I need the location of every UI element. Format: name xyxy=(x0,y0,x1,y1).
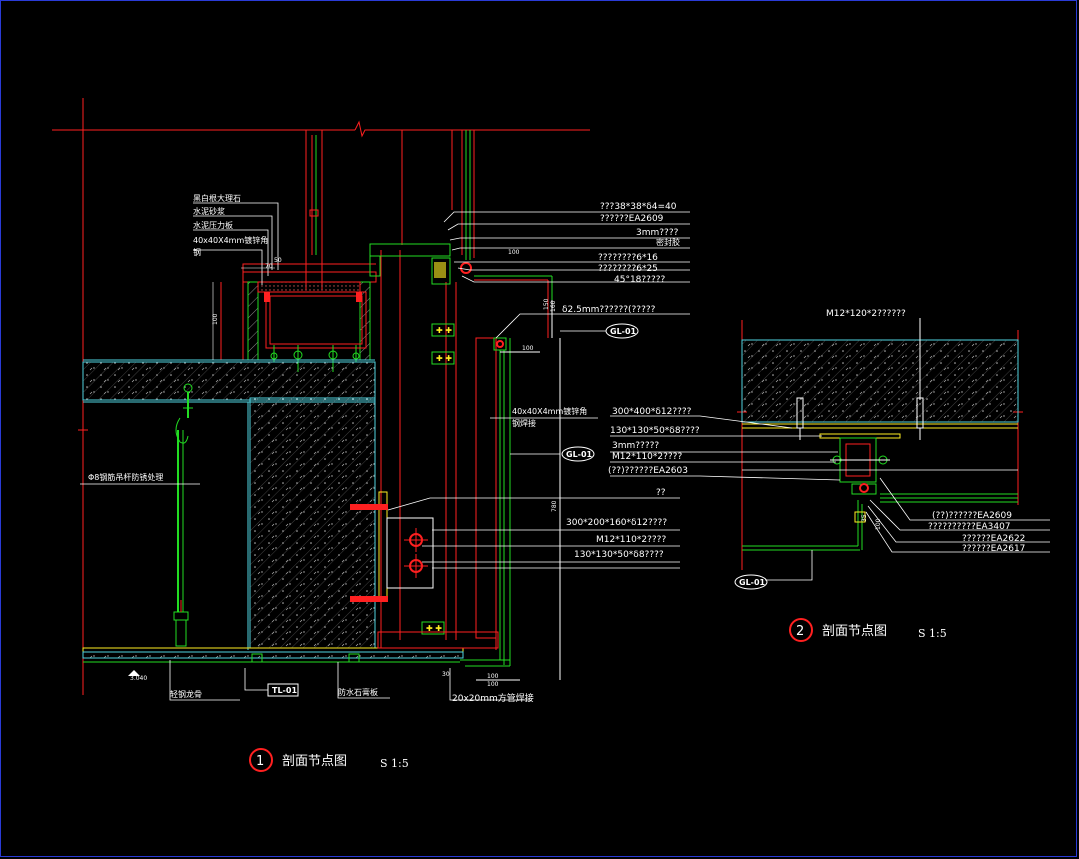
svg-text:✚ ✚: ✚ ✚ xyxy=(436,326,452,335)
svg-text:✚ ✚: ✚ ✚ xyxy=(436,354,452,363)
detail-2-section xyxy=(610,318,1050,581)
svg-text:✚ ✚: ✚ ✚ xyxy=(426,624,442,633)
detail-1-section: ✚ ✚ ✚ ✚ ✚ ✚ xyxy=(52,98,690,701)
